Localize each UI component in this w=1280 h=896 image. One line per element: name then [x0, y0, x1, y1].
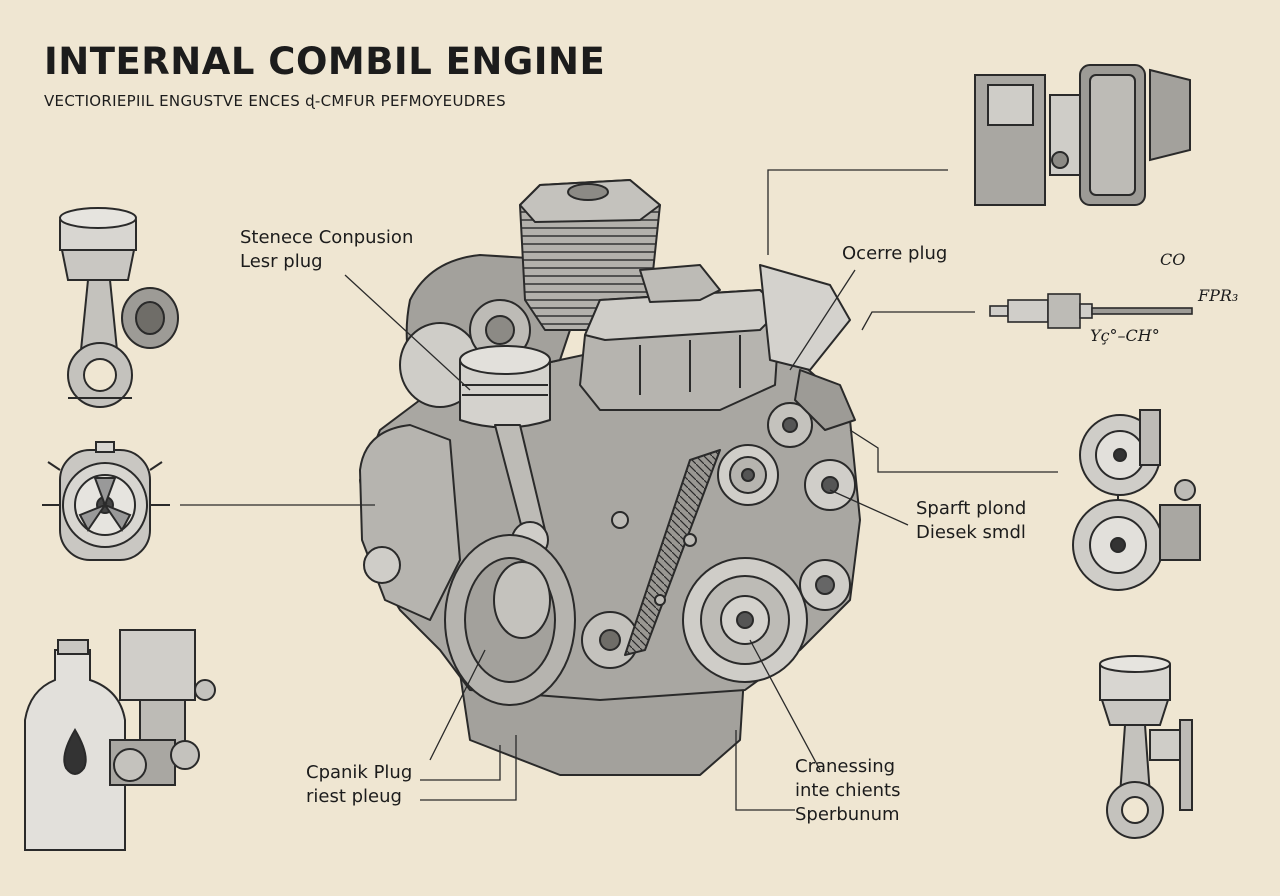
label-mid-right: Sparft plond Diesek smdl [916, 497, 1026, 545]
fan-clutch-illustration [42, 441, 170, 561]
callout-turbo [767, 169, 948, 255]
label-top-left: Stenece Conpusion Lesr plug [240, 226, 413, 274]
label-bottom-left: Cpanik Plug riest pleug [306, 761, 412, 809]
callout-mid-right [829, 489, 909, 526]
chem-label-fpr: FPR₃ [1198, 286, 1239, 305]
label-line: Stenece Conpusion [240, 227, 414, 248]
timing-gear-illustration [1072, 409, 1201, 591]
chem-label-co: CO [1160, 250, 1186, 269]
label-top-right: Ocerre plug [842, 242, 947, 266]
label-line: Cpanik Plug [306, 762, 413, 783]
callout-sparkplug [861, 311, 975, 331]
label-line: Sperbunum [795, 804, 900, 825]
label-line: Diesek smdl [916, 522, 1026, 543]
label-line: Sparft plond [916, 498, 1027, 519]
label-bottom-right: Cranessing inte chients Sperbunum [795, 755, 901, 827]
label-line: inte chients [795, 780, 901, 801]
timing-belt [624, 449, 721, 656]
label-line: Ocerre plug [842, 243, 948, 264]
callout-bottom-right-a [735, 730, 795, 811]
piston-small-illustration [1099, 655, 1193, 839]
chem-label-ych: Yç°–CH° [1090, 326, 1160, 345]
turbocharger-illustration [974, 64, 1191, 206]
label-line: Lesr plug [240, 251, 323, 272]
engine-block [359, 179, 861, 776]
callout-top-left [344, 274, 471, 391]
callout-bottom-left-c [420, 735, 517, 801]
spark-plug-illustration [989, 293, 1193, 329]
label-line: riest pleug [306, 786, 402, 807]
callout-bottom-left-a [420, 745, 501, 781]
page-title: INTERNAL COMBIL ENGINE [44, 40, 606, 83]
callout-top-right [789, 269, 856, 371]
page-subtitle: VECTIORIEPIIL ENGUSTVE ENCES ɖ-CMFUR PEF… [44, 92, 506, 110]
oil-bottle-illustration [24, 629, 216, 851]
callout-bottom-right-b [749, 639, 821, 771]
callout-lines [180, 169, 1058, 811]
label-line: Cranessing [795, 756, 896, 777]
oil-drop-icon [63, 728, 87, 775]
callout-timing [849, 429, 1058, 473]
callout-bottom-left-b [429, 649, 486, 761]
piston-rod-illustration [59, 207, 179, 408]
